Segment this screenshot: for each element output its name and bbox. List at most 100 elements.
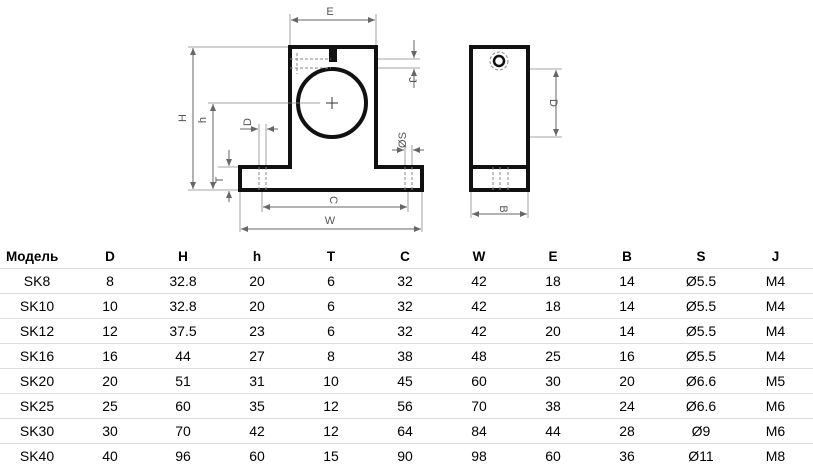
cell: 15 xyxy=(294,444,368,468)
cell: 42 xyxy=(220,419,294,444)
cell: 84 xyxy=(442,419,516,444)
cell: M4 xyxy=(738,319,813,344)
cell: 38 xyxy=(368,344,442,369)
table-row: SK20 20 51 31 10 45 60 30 20 Ø6.6 M5 xyxy=(0,369,813,394)
cell: 27 xyxy=(220,344,294,369)
cell: 14 xyxy=(590,294,664,319)
cell: 20 xyxy=(74,369,146,394)
header-c: C xyxy=(368,244,442,269)
cell: Ø11 xyxy=(664,444,738,468)
cell: Ø6.6 xyxy=(664,394,738,419)
cell: 28 xyxy=(590,419,664,444)
cell-model: SK25 xyxy=(0,394,74,419)
cell: 18 xyxy=(516,269,590,294)
cell: 20 xyxy=(516,319,590,344)
cell: 31 xyxy=(220,369,294,394)
dim-label-s: ØS xyxy=(397,132,409,148)
cell: 6 xyxy=(294,319,368,344)
cell: Ø6.6 xyxy=(664,369,738,394)
dim-label-d-side: D xyxy=(547,99,559,107)
cell: M4 xyxy=(738,344,813,369)
table-row: SK30 30 70 42 12 64 84 44 28 Ø9 M6 xyxy=(0,419,813,444)
cell: 35 xyxy=(220,394,294,419)
cell: M4 xyxy=(738,294,813,319)
cell-model: SK12 xyxy=(0,319,74,344)
header-model: Модель xyxy=(0,244,74,269)
cell: 20 xyxy=(590,369,664,394)
cell-model: SK16 xyxy=(0,344,74,369)
cell: 44 xyxy=(146,344,220,369)
dim-label-e: E xyxy=(326,6,333,18)
cell: M4 xyxy=(738,269,813,294)
cell: 6 xyxy=(294,269,368,294)
cell: M6 xyxy=(738,419,813,444)
cell: 44 xyxy=(516,419,590,444)
cell: 64 xyxy=(368,419,442,444)
cell-model: SK30 xyxy=(0,419,74,444)
cell-model: SK20 xyxy=(0,369,74,394)
header-d: D xyxy=(74,244,146,269)
cell: 60 xyxy=(442,369,516,394)
cell: 30 xyxy=(74,419,146,444)
cell: 60 xyxy=(146,394,220,419)
cell: 32 xyxy=(368,294,442,319)
cell: 40 xyxy=(74,444,146,468)
side-view: D B xyxy=(471,47,562,218)
cell: 23 xyxy=(220,319,294,344)
cell: 25 xyxy=(74,394,146,419)
header-h-lower: h xyxy=(220,244,294,269)
cell: 8 xyxy=(294,344,368,369)
cell: Ø5.5 xyxy=(664,344,738,369)
cell: 25 xyxy=(516,344,590,369)
table-row: SK10 10 32.8 20 6 32 42 18 14 Ø5.5 M4 xyxy=(0,294,813,319)
cell: 20 xyxy=(220,269,294,294)
cell: Ø9 xyxy=(664,419,738,444)
cell: 60 xyxy=(516,444,590,468)
cell: 51 xyxy=(146,369,220,394)
table-row: SK12 12 37.5 23 6 32 42 20 14 Ø5.5 M4 xyxy=(0,319,813,344)
cell: 18 xyxy=(516,294,590,319)
cell: 32 xyxy=(368,269,442,294)
cell: 8 xyxy=(74,269,146,294)
header-h-upper: H xyxy=(146,244,220,269)
cell: 12 xyxy=(294,394,368,419)
header-t: T xyxy=(294,244,368,269)
cell: 10 xyxy=(294,369,368,394)
technical-drawing: E J H h D T ØS xyxy=(0,0,813,242)
table-row: SK8 8 32.8 20 6 32 42 18 14 Ø5.5 M4 xyxy=(0,269,813,294)
cell: 42 xyxy=(442,319,516,344)
dim-label-w: W xyxy=(325,215,336,227)
header-w: W xyxy=(442,244,516,269)
cell: 12 xyxy=(74,319,146,344)
header-e: E xyxy=(516,244,590,269)
cell: 38 xyxy=(516,394,590,419)
cell: 20 xyxy=(220,294,294,319)
cell: 24 xyxy=(590,394,664,419)
cell: Ø5.5 xyxy=(664,319,738,344)
cell-model: SK10 xyxy=(0,294,74,319)
dim-label-b: B xyxy=(497,205,509,212)
cell: 14 xyxy=(590,269,664,294)
header-row: Модель D H h T C W E B S J xyxy=(0,244,813,269)
cell: 36 xyxy=(590,444,664,468)
cell: 10 xyxy=(74,294,146,319)
cell: 42 xyxy=(442,269,516,294)
cell: 30 xyxy=(516,369,590,394)
spec-table-header: Модель D H h T C W E B S J xyxy=(0,244,813,269)
table-row: SK25 25 60 35 12 56 70 38 24 Ø6.6 M6 xyxy=(0,394,813,419)
header-j: J xyxy=(738,244,813,269)
header-s: S xyxy=(664,244,738,269)
cell: 60 xyxy=(220,444,294,468)
dim-label-j: J xyxy=(406,77,418,83)
table-row: SK16 16 44 27 8 38 48 25 16 Ø5.5 M4 xyxy=(0,344,813,369)
cell-model: SK8 xyxy=(0,269,74,294)
cell-model: SK40 xyxy=(0,444,74,468)
header-b: B xyxy=(590,244,664,269)
cell: 12 xyxy=(294,419,368,444)
cell: 6 xyxy=(294,294,368,319)
cell: 32.8 xyxy=(146,294,220,319)
cell: 96 xyxy=(146,444,220,468)
table-row: SK40 40 96 60 15 90 98 60 36 Ø11 M8 xyxy=(0,444,813,468)
spec-table: Модель D H h T C W E B S J SK8 8 32.8 20… xyxy=(0,244,813,468)
cell: 16 xyxy=(590,344,664,369)
